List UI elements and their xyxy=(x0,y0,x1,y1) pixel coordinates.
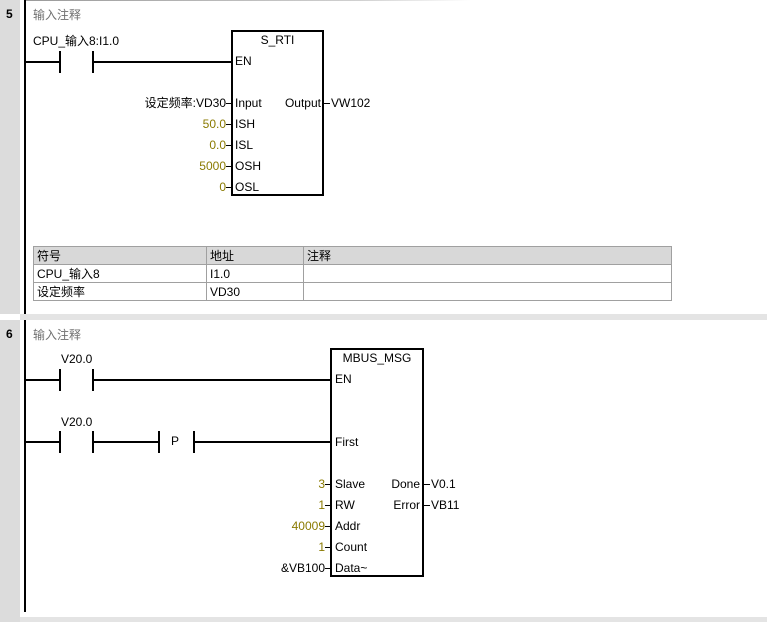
contact-right-bar[interactable] xyxy=(92,431,94,453)
contact-left-bar[interactable] xyxy=(59,51,61,73)
power-rail xyxy=(24,0,26,314)
wire xyxy=(26,61,59,63)
network-separator xyxy=(20,314,767,320)
network-5[interactable]: 5 输入注释 CPU_输入8:I1.0 S_RTI EN 设定频率:VD30 I… xyxy=(0,0,767,314)
wire xyxy=(26,441,59,443)
network-6[interactable]: 6 输入注释 V20.0 V20.0 P MBUS_MSG EN First 3… xyxy=(0,320,767,622)
pin-rw: RW xyxy=(335,498,355,512)
done-value[interactable]: V0.1 xyxy=(431,477,456,491)
header-comment: 注释 xyxy=(303,246,672,265)
osh-value[interactable]: 5000 xyxy=(199,159,226,173)
wire xyxy=(94,61,232,63)
header-symbol: 符号 xyxy=(33,246,207,265)
data-value[interactable]: &VB100 xyxy=(280,561,325,575)
network-comment[interactable]: 输入注释 xyxy=(33,328,82,342)
symbol-table-header: 符号 地址 注释 xyxy=(33,246,672,265)
mbus-msg-block[interactable]: MBUS_MSG xyxy=(330,348,424,577)
isl-value[interactable]: 0.0 xyxy=(209,138,226,152)
pin-error: Error xyxy=(393,498,420,512)
output-value[interactable]: VW102 xyxy=(331,96,371,110)
pin-isl: ISL xyxy=(235,138,254,152)
pin-addr: Addr xyxy=(335,519,361,533)
network-gutter xyxy=(0,0,20,314)
wire xyxy=(26,379,59,381)
pin-tick xyxy=(324,103,330,104)
contact-right-bar[interactable] xyxy=(92,369,94,391)
contact-label[interactable]: V20.0 xyxy=(61,415,93,429)
pin-tick xyxy=(226,166,232,167)
block-title: S_RTI xyxy=(260,33,295,47)
address-cell[interactable]: I1.0 xyxy=(206,264,304,283)
table-row[interactable]: CPU_输入8 I1.0 xyxy=(33,264,672,283)
pin-tick xyxy=(325,547,331,548)
block-title: MBUS_MSG xyxy=(342,351,412,365)
network-gutter xyxy=(0,320,20,622)
network-number: 6 xyxy=(6,327,13,341)
input-value[interactable]: 设定频率:VD30 xyxy=(144,96,226,110)
header-address: 地址 xyxy=(206,246,304,265)
rw-value[interactable]: 1 xyxy=(318,498,325,512)
network-top-line xyxy=(26,0,767,1)
pin-tick xyxy=(424,505,430,506)
pin-tick xyxy=(325,505,331,506)
pin-tick xyxy=(424,484,430,485)
table-row[interactable]: 设定频率 VD30 xyxy=(33,282,672,301)
pulse-label[interactable]: P xyxy=(171,434,180,448)
comment-cell[interactable] xyxy=(303,264,672,283)
network-bottom-line xyxy=(20,617,767,622)
pin-tick xyxy=(226,124,232,125)
contact-left-bar[interactable] xyxy=(59,431,61,453)
pin-osh: OSH xyxy=(235,159,262,173)
contact-left-bar[interactable] xyxy=(59,369,61,391)
pin-input: Input xyxy=(235,96,262,110)
slave-value[interactable]: 3 xyxy=(318,477,325,491)
pin-tick xyxy=(325,568,331,569)
network-comment[interactable]: 输入注释 xyxy=(33,8,82,22)
pin-en: EN xyxy=(235,54,252,68)
pin-slave: Slave xyxy=(335,477,366,491)
symbol-cell[interactable]: 设定频率 xyxy=(33,282,207,301)
power-rail xyxy=(24,320,26,612)
error-value[interactable]: VB11 xyxy=(431,498,460,512)
contact-right-bar[interactable] xyxy=(92,51,94,73)
ish-value[interactable]: 50.0 xyxy=(202,117,226,131)
network-number: 5 xyxy=(6,7,13,21)
pulse-left-bar[interactable] xyxy=(158,431,160,453)
pin-en: EN xyxy=(335,372,352,386)
pin-tick xyxy=(325,526,331,527)
pin-tick xyxy=(226,103,232,104)
pin-ish: ISH xyxy=(235,117,256,131)
wire xyxy=(195,441,331,443)
pin-data: Data~ xyxy=(335,561,368,575)
pin-first: First xyxy=(335,435,359,449)
pin-osl: OSL xyxy=(235,180,260,194)
pin-tick xyxy=(226,145,232,146)
pulse-right-bar[interactable] xyxy=(193,431,195,453)
comment-cell[interactable] xyxy=(303,282,672,301)
pin-done: Done xyxy=(391,477,420,491)
address-cell[interactable]: VD30 xyxy=(206,282,304,301)
pin-output: Output xyxy=(284,96,321,110)
osl-value[interactable]: 0 xyxy=(219,180,226,194)
count-value[interactable]: 1 xyxy=(318,540,325,554)
contact-label[interactable]: CPU_输入8:I1.0 xyxy=(33,34,120,48)
wire xyxy=(94,379,331,381)
addr-value[interactable]: 40009 xyxy=(291,519,325,533)
symbol-cell[interactable]: CPU_输入8 xyxy=(33,264,207,283)
pin-count: Count xyxy=(335,540,368,554)
contact-label[interactable]: V20.0 xyxy=(61,352,93,366)
symbol-table: 符号 地址 注释 CPU_输入8 I1.0 设定频率 VD30 xyxy=(33,246,672,301)
s-rti-block[interactable]: S_RTI xyxy=(231,30,324,196)
pin-tick xyxy=(325,484,331,485)
wire xyxy=(94,441,158,443)
pin-tick xyxy=(226,187,232,188)
